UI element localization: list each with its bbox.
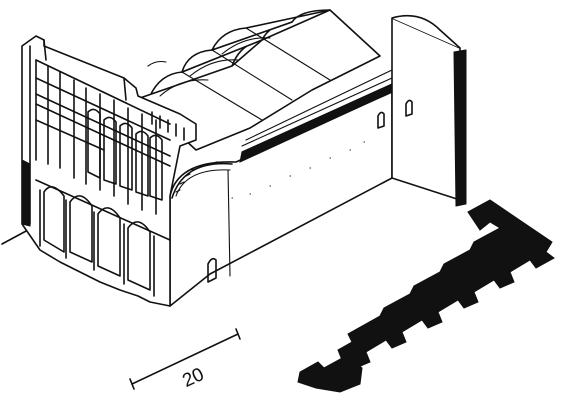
barrel-vaults	[139, 9, 381, 151]
scale-bar: 20	[129, 328, 241, 392]
facade	[21, 35, 197, 307]
scale-bar-label: 20	[179, 364, 207, 392]
ground-line	[1, 229, 29, 245]
side-wall	[169, 14, 467, 307]
plan-footprint	[297, 199, 555, 393]
scale-bar-line	[131, 333, 239, 385]
